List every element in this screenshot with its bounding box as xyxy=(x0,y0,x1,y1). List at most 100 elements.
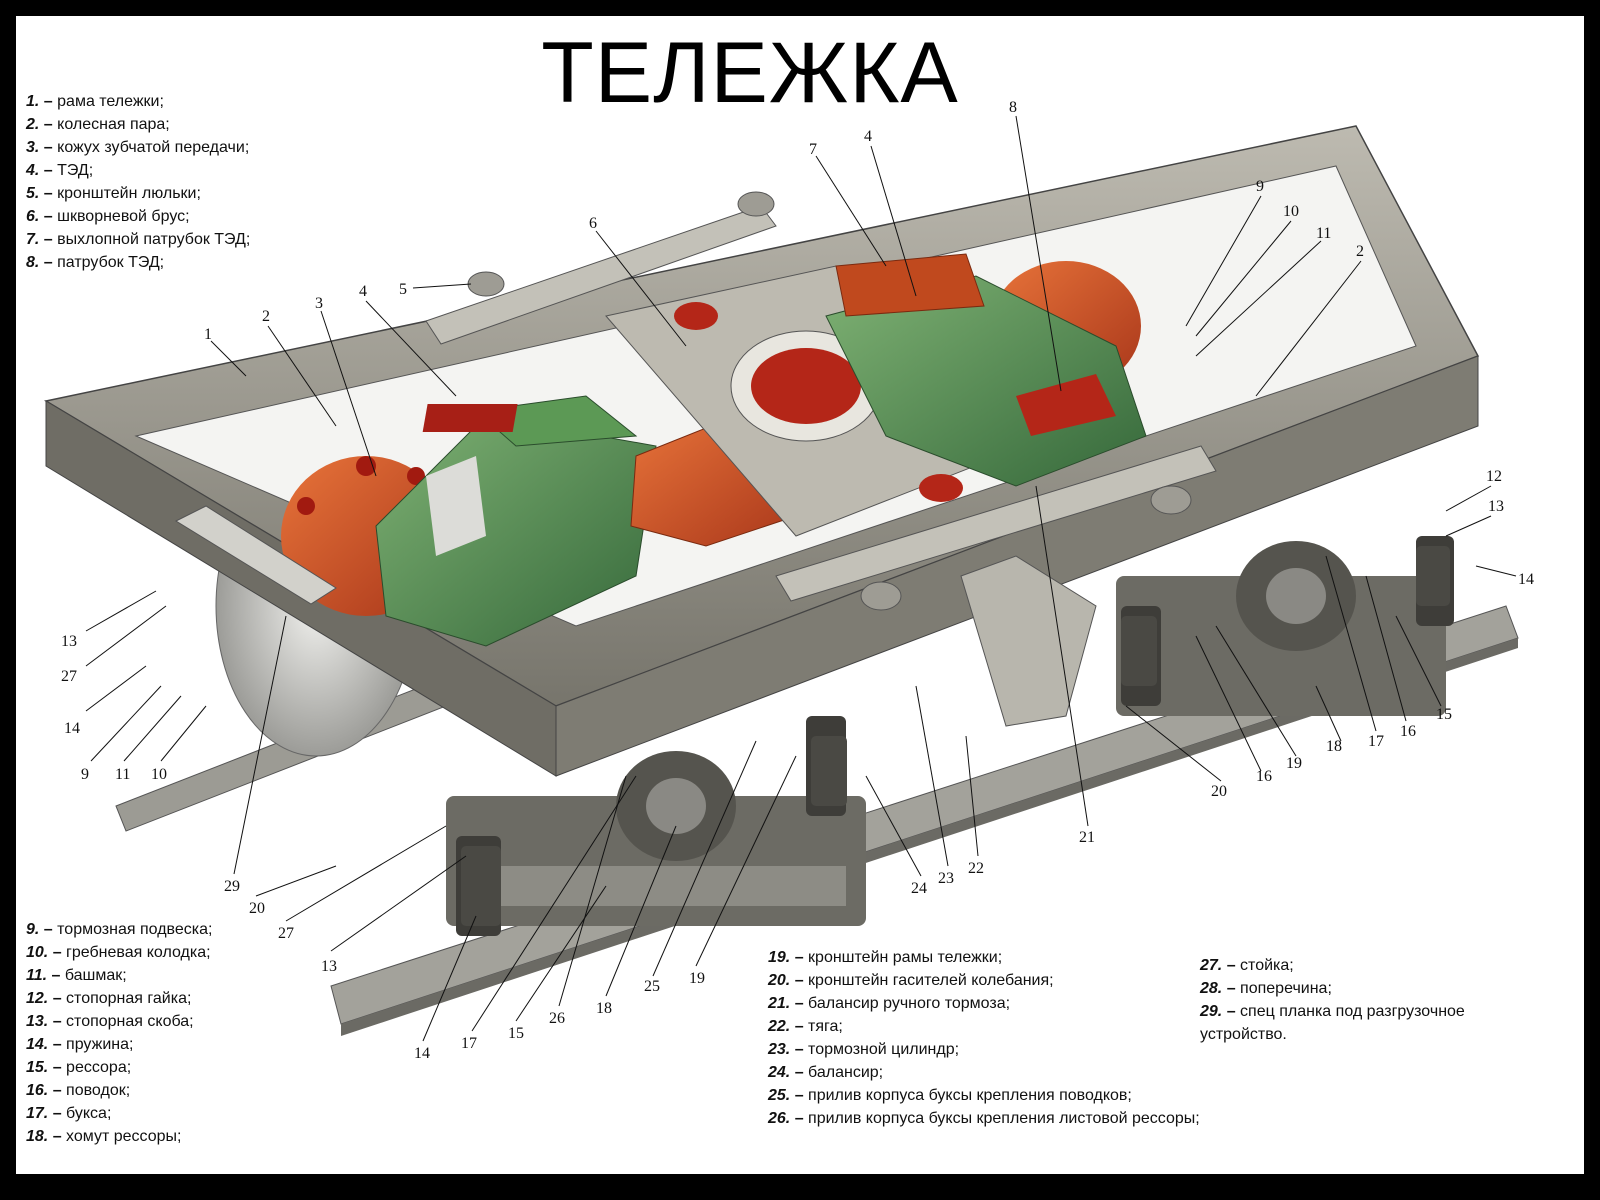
legend-item-text: хомут рессоры; xyxy=(66,1128,182,1145)
legend-item-dash: – xyxy=(790,1087,809,1104)
cradle-bracket-bar xyxy=(425,191,1217,611)
legend-item: 7. – выхлопной патрубок ТЭД; xyxy=(26,228,250,251)
callout-18: 18 xyxy=(596,1000,612,1017)
legend-item-text: тормозная подвеска; xyxy=(57,921,213,938)
callout-18: 18 xyxy=(1326,738,1342,755)
legend-item: 15. – рессора; xyxy=(26,1056,212,1079)
legend-item-number: 25. xyxy=(768,1087,791,1104)
callout-14: 14 xyxy=(414,1045,430,1062)
legend-item-dash: – xyxy=(39,208,58,225)
legend-item-text: поперечина; xyxy=(1240,980,1332,997)
legend-item-text: стопорная гайка; xyxy=(66,990,192,1007)
legend-item: 27. – стойка; xyxy=(1200,954,1530,977)
legend-bottom-right: 27. – стойка; 28. – поперечина; 29. – спец… xyxy=(1200,954,1530,1046)
callout-4: 4 xyxy=(359,283,367,300)
legend-item-text: рама тележки; xyxy=(57,93,164,110)
callout-2: 2 xyxy=(1356,243,1364,260)
legend-item-number: 2. xyxy=(26,116,40,133)
legend-item-number: 12. xyxy=(26,990,49,1007)
legend-item-dash: – xyxy=(48,990,67,1007)
legend-item-dash: – xyxy=(48,1036,67,1053)
legend-item: 17. – букса; xyxy=(26,1102,212,1125)
callout-15: 15 xyxy=(1436,706,1452,723)
springs xyxy=(461,546,1450,926)
legend-item-number: 4. xyxy=(26,162,40,179)
legend-item-number: 19. xyxy=(768,949,791,966)
callout-14: 14 xyxy=(1518,571,1534,588)
legend-item-dash: – xyxy=(39,185,58,202)
legend-item-text: букса; xyxy=(66,1105,112,1122)
legend-item-dash: – xyxy=(39,139,58,156)
running-gear-front xyxy=(446,716,866,936)
legend-item-text: поводок; xyxy=(66,1082,131,1099)
callout-12: 12 xyxy=(1486,468,1502,485)
legend-item-number: 5. xyxy=(26,185,40,202)
legend-item-number: 3. xyxy=(26,139,40,156)
legend-item-text: балансир ручного тормоза; xyxy=(808,995,1011,1012)
legend-item-text: башмак; xyxy=(64,967,127,984)
legend-item-number: 29. xyxy=(1200,1003,1223,1020)
legend-item-dash: – xyxy=(790,995,809,1012)
callout-13: 13 xyxy=(1488,498,1504,515)
diagram-frame: 1 2 2 3 4 4 5 6 7 8 9 9 10 10 11 11 12 1… xyxy=(16,16,1584,1174)
legend-item-dash: – xyxy=(790,1041,809,1058)
legend-item-text: балансир; xyxy=(808,1064,884,1081)
legend-item: 8. – патрубок ТЭД; xyxy=(26,251,250,274)
legend-item: 25. – прилив корпуса буксы крепления пов… xyxy=(768,1084,1208,1107)
callout-27: 27 xyxy=(61,668,77,685)
legend-item-number: 27. xyxy=(1200,957,1223,974)
legend-item: 21. – балансир ручного тормоза; xyxy=(768,992,1208,1015)
callout-29: 29 xyxy=(224,878,240,895)
legend-item-text: выхлопной патрубок ТЭД; xyxy=(57,231,251,248)
callout-24: 24 xyxy=(911,880,927,897)
legend-item-dash: – xyxy=(39,162,58,179)
legend-item-number: 15. xyxy=(26,1059,49,1076)
legend-item: 2. – колесная пара; xyxy=(26,113,250,136)
callout-16: 16 xyxy=(1256,768,1272,785)
legend-item-text: пружина; xyxy=(66,1036,134,1053)
legend-item-text: кожух зубчатой передачи; xyxy=(57,139,250,156)
legend-item-text: кронштейн люльки; xyxy=(57,185,201,202)
legend-item-dash: – xyxy=(48,1059,67,1076)
legend-item-text: шкворневой брус; xyxy=(57,208,190,225)
legend-item-text: патрубок ТЭД; xyxy=(57,254,165,271)
legend-item: 4. – ТЭД; xyxy=(26,159,250,182)
legend-item-dash: – xyxy=(39,921,58,938)
legend-item-text: прилив корпуса буксы крепления поводков; xyxy=(808,1087,1132,1104)
legend-item-number: 17. xyxy=(26,1105,49,1122)
legend-item-text: колесная пара; xyxy=(57,116,170,133)
callout-22: 22 xyxy=(968,860,984,877)
legend-item-dash: – xyxy=(790,1110,809,1127)
legend-item-text: кронштейн рамы тележки; xyxy=(808,949,1003,966)
callout-26: 26 xyxy=(549,1010,565,1027)
callout-19: 19 xyxy=(1286,755,1302,772)
leader-lines xyxy=(85,115,1517,1042)
traction-motor-right xyxy=(825,253,1147,487)
legend-item-number: 1. xyxy=(26,93,40,110)
legend-item-number: 28. xyxy=(1200,980,1223,997)
legend-item-dash: – xyxy=(39,93,58,110)
legend-item-text: кронштейн гасителей колебания; xyxy=(808,972,1054,989)
bolster xyxy=(605,265,1027,537)
legend-item-dash: – xyxy=(48,1128,67,1145)
callout-21: 21 xyxy=(1079,829,1095,846)
traction-motor-left xyxy=(375,395,657,647)
page-title: ТЕЛЕЖКА xyxy=(541,25,959,121)
legend-item: 23. – тормозной цилиндр; xyxy=(768,1038,1208,1061)
legend-item-dash: – xyxy=(48,1105,67,1122)
legend-item: 18. – хомут рессоры; xyxy=(26,1125,212,1148)
callout-13: 13 xyxy=(61,633,77,650)
legend-item-dash: – xyxy=(48,1082,67,1099)
callout-5: 5 xyxy=(399,281,407,298)
callout-20: 20 xyxy=(1211,783,1227,800)
legend-item-dash: – xyxy=(1222,980,1241,997)
legend-item-dash: – xyxy=(1222,1003,1241,1020)
callout-25: 25 xyxy=(644,978,660,995)
legend-item: 29. – спец планка под разгрузочное устро… xyxy=(1200,1000,1530,1046)
legend-item: 6. – шкворневой брус; xyxy=(26,205,250,228)
legend-item: 10. – гребневая колодка; xyxy=(26,941,212,964)
legend-item: 5. – кронштейн люльки; xyxy=(26,182,250,205)
legend-item: 12. – стопорная гайка; xyxy=(26,987,212,1010)
legend-item-dash: – xyxy=(48,1013,67,1030)
legend-item-number: 18. xyxy=(26,1128,49,1145)
